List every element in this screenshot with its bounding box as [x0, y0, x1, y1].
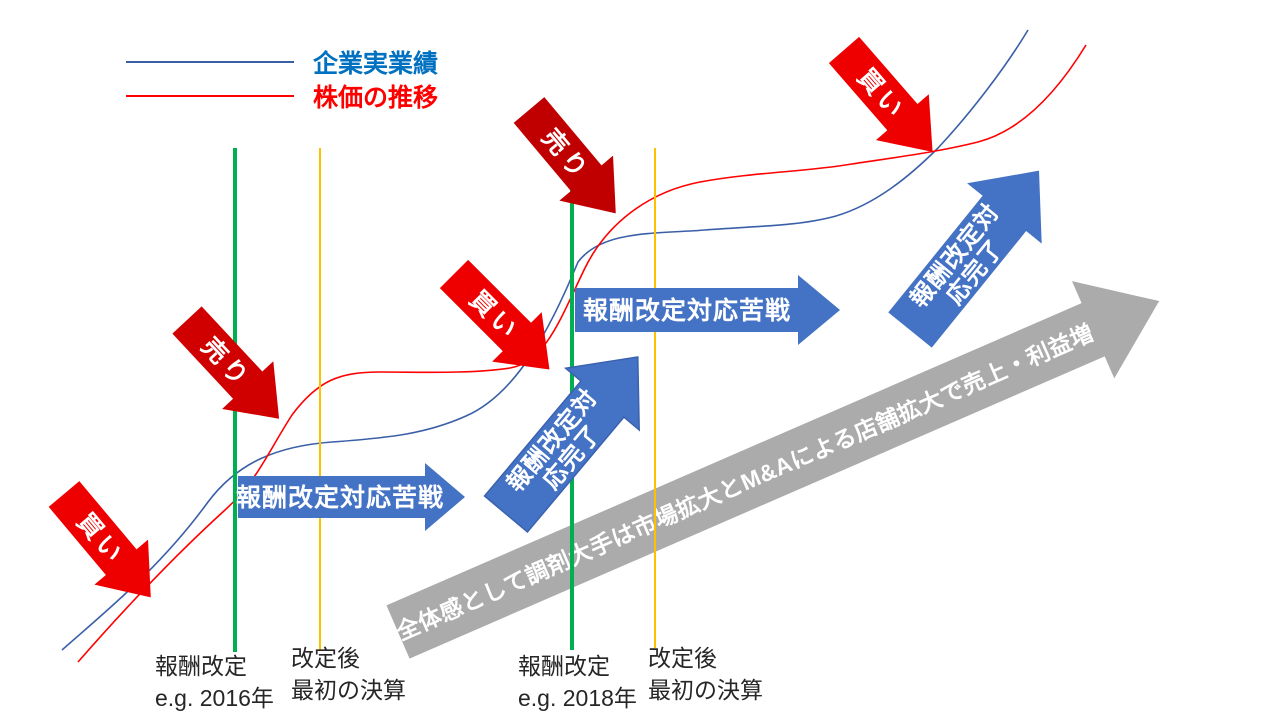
struggle-arrow-2: 報酬改定対応苦戦 [575, 275, 840, 345]
sell-arrow-2-shape [513, 97, 616, 214]
legend-stock-label: 株価の推移 [313, 84, 438, 112]
struggle-arrow-1: 報酬改定対応苦戦 [236, 463, 465, 531]
milestone-4-line2: 最初の決算 [648, 677, 763, 703]
milestone-3-line2: e.g. 2018年 [518, 685, 637, 711]
sell-arrow-1-shape [172, 306, 280, 419]
buy-arrow-2-shape [439, 259, 550, 370]
legend-performance-label: 企業実業績 [313, 49, 438, 78]
struggle-arrow-2-shape [575, 275, 840, 345]
milestone-2-line2: 最初の決算 [291, 677, 406, 703]
completion-arrow-1-shape [483, 356, 640, 534]
performance-curve [61, 29, 1029, 651]
milestone-3-line1: 報酬改定 [518, 653, 610, 679]
buy-arrow-1-shape [48, 481, 151, 598]
buy-arrow-3: 買い [828, 36, 933, 152]
milestone-2-line1: 改定後 [291, 645, 360, 671]
completion-arrow-2-shape [888, 170, 1042, 348]
milestone-1-line2: e.g. 2016年 [155, 685, 274, 711]
struggle-arrow-1-label: 報酬改定対応苦戦 [236, 483, 444, 512]
struggle-arrow-1-shape [238, 463, 465, 531]
milestone-label-2: 改定後 最初の決算 [291, 645, 406, 703]
milestone-label-3: 報酬改定 e.g. 2018年 [518, 653, 637, 711]
legend: 企業実業績 株価の推移 [126, 49, 438, 112]
struggle-arrow-2-label: 報酬改定対応苦戦 [583, 296, 791, 325]
buy-arrow-1: 買い [48, 481, 151, 598]
milestone-4-line1: 改定後 [648, 645, 717, 671]
overall-trend-arrow-shape [386, 281, 1160, 659]
milestone-label-1: 報酬改定 e.g. 2016年 [155, 653, 274, 711]
milestone-1-line1: 報酬改定 [155, 653, 247, 679]
milestone-label-4: 改定後 最初の決算 [648, 645, 763, 703]
buy-arrow-3-shape [828, 36, 933, 152]
